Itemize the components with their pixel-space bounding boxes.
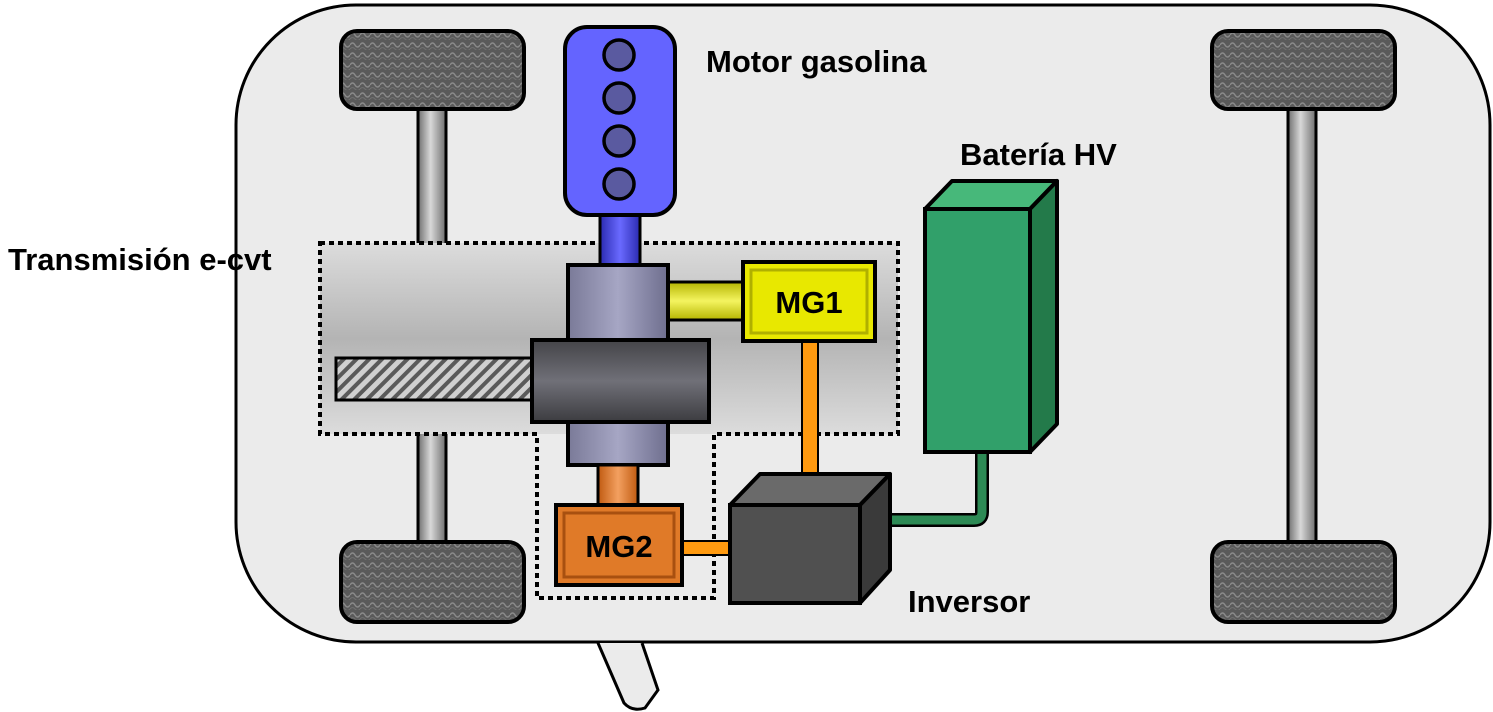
engine-label: Motor gasolina	[706, 44, 927, 79]
transmission-label: Transmisión e-cvt	[8, 242, 272, 277]
mg1-shaft	[666, 280, 750, 322]
battery-label: Batería HV	[960, 137, 1117, 172]
mg2-box-inner	[562, 511, 676, 579]
inverter-box	[728, 472, 892, 605]
engine-cylinder	[602, 81, 636, 115]
planetary-gear	[530, 338, 711, 424]
mg1-inverter-cable	[801, 341, 819, 491]
drive-shaft	[334, 356, 536, 402]
mg2-label: MG2	[585, 529, 652, 564]
transmission-outline	[318, 241, 900, 600]
wheel-front-right	[339, 540, 526, 624]
mg1-label: MG1	[775, 285, 842, 320]
wheel-rear-left	[1210, 29, 1397, 111]
wheel-rear-right	[1210, 540, 1397, 624]
battery-inverter-cable-fill	[872, 450, 987, 525]
inverter-label: Inversor	[908, 584, 1030, 619]
mg2-inverter-cable	[679, 540, 735, 556]
engine-cylinder	[602, 167, 636, 201]
engine-cylinder	[602, 38, 636, 72]
wheel-front-left	[339, 29, 526, 111]
steering-tab	[596, 642, 660, 711]
rear-axle	[1286, 104, 1318, 548]
mg1-box	[741, 260, 877, 343]
hv-battery	[923, 179, 1059, 454]
mg2-box	[554, 503, 684, 587]
mg1-box-inner	[749, 268, 869, 335]
mg2-shaft	[596, 463, 640, 509]
engine-cylinder	[602, 124, 636, 158]
engine-block	[563, 25, 677, 217]
engine-shaft	[598, 212, 642, 270]
